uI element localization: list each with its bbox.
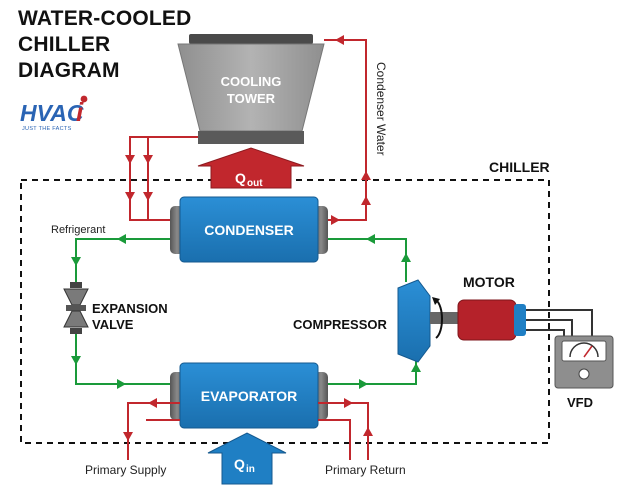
title-line-1: WATER-COOLED	[18, 7, 192, 30]
arrow-up-icon	[401, 253, 411, 262]
condenser: CONDENSER	[170, 196, 328, 263]
logo-dot-icon	[80, 95, 88, 103]
primary-return-label: Primary Return	[325, 463, 406, 477]
arrow-up-icon	[361, 171, 371, 180]
condenser-label: CONDENSER	[204, 222, 293, 238]
arrow-down-icon	[125, 192, 135, 201]
rotation-arrowhead-icon	[432, 297, 440, 305]
diagram-title: WATER-COOLED CHILLER DIAGRAM	[18, 6, 192, 84]
logo-letter-i: i	[76, 97, 84, 127]
rotation-arrow-icon	[435, 299, 443, 339]
cooling-tower-fan-cap	[189, 34, 313, 44]
logo-text: HVAC	[20, 100, 84, 126]
compressor-label: COMPRESSOR	[293, 317, 388, 332]
vfd-wire-2	[526, 319, 573, 336]
arrow-down-icon	[125, 155, 135, 164]
arrow-down-icon	[123, 432, 133, 441]
compressor: COMPRESSOR	[293, 279, 460, 363]
refrigerant-arrows	[71, 234, 421, 389]
arrow-left-icon	[366, 234, 375, 244]
vfd-gauge-icon	[569, 342, 599, 358]
expansion-valve-label-2: VALVE	[92, 317, 134, 332]
arrow-down-icon	[71, 257, 81, 266]
valve-to-evaporator-line	[75, 334, 180, 385]
arrow-down-icon	[143, 192, 153, 201]
primary-water-arrows	[123, 398, 373, 441]
vfd-wire-1	[526, 309, 593, 336]
expansion-valve: EXPANSION VALVE	[63, 282, 168, 334]
q-out-arrow: Q out	[197, 147, 305, 189]
arrow-down-icon	[143, 155, 153, 164]
cooling-tower: COOLING TOWER	[177, 34, 325, 144]
hvaci-logo: HVAC i JUST THE FACTS	[20, 95, 88, 132]
evaporator-label: EVAPORATOR	[201, 388, 297, 404]
refrigerant-loop	[75, 238, 417, 385]
vfd: VFD	[554, 335, 614, 410]
condenser-to-valve-line	[75, 238, 180, 282]
q-out-subscript: out	[247, 178, 263, 189]
condenser-water-loop	[129, 39, 367, 221]
arrow-right-icon	[359, 379, 368, 389]
tower-to-condenser-pipe	[129, 136, 198, 221]
arrow-up-icon	[363, 427, 373, 436]
vfd-needle-icon	[583, 345, 593, 358]
condenser-water-arrows	[125, 35, 371, 225]
q-out-label: Q	[235, 170, 246, 186]
title-line-2: CHILLER	[18, 33, 111, 56]
valve-upper-cone	[63, 288, 89, 306]
evaporator-body	[179, 362, 319, 429]
motor-end-cap	[514, 304, 526, 336]
arrow-left-icon	[335, 35, 344, 45]
q-in-arrow-shape	[207, 432, 287, 485]
q-out-arrow-shape	[197, 147, 305, 189]
compressor-body	[397, 279, 431, 363]
condenser-body	[179, 196, 319, 263]
arrow-down-icon	[71, 356, 81, 365]
arrow-up-icon	[361, 196, 371, 205]
vfd-knob-icon	[578, 368, 590, 380]
q-in-label: Q	[234, 456, 245, 472]
arrow-right-icon	[117, 379, 126, 389]
cooling-tower-basin	[198, 131, 304, 144]
expansion-valve-label-1: EXPANSION	[92, 301, 168, 316]
vfd-gauge-panel	[561, 340, 607, 362]
logo-tagline: JUST THE FACTS	[22, 126, 72, 132]
title-line-3: DIAGRAM	[18, 59, 120, 82]
compressor-to-condenser-line	[318, 238, 407, 282]
motor-label: MOTOR	[463, 274, 515, 290]
cooling-tower-label-2: TOWER	[227, 91, 276, 106]
motor: MOTOR	[457, 274, 526, 341]
arrow-left-icon	[117, 234, 126, 244]
arrow-up-icon	[411, 363, 421, 372]
primary-supply-label: Primary Supply	[85, 463, 166, 477]
vfd-label: VFD	[567, 395, 593, 410]
compressor-shaft	[430, 312, 460, 324]
arrow-right-icon	[331, 215, 340, 225]
q-in-arrow: Q in	[207, 432, 287, 485]
arrow-left-icon	[148, 398, 157, 408]
refrigerant-label: Refrigerant	[51, 224, 105, 236]
condenser-water-label: Condenser Water	[374, 62, 388, 156]
motor-body	[457, 299, 517, 341]
condenser-to-tower-pipe	[318, 39, 367, 221]
q-in-subscript: in	[246, 464, 255, 475]
evaporator-to-compressor-line	[318, 360, 417, 385]
arrow-left-icon	[344, 398, 353, 408]
valve-body	[66, 305, 86, 311]
valve-bottom-flange	[70, 328, 82, 334]
valve-top-flange	[70, 282, 82, 288]
evaporator: EVAPORATOR	[170, 362, 328, 429]
primary-return-pipe	[318, 402, 369, 460]
valve-lower-cone	[63, 310, 89, 328]
chiller-label: CHILLER	[489, 159, 550, 175]
cooling-tower-label-1: COOLING	[221, 74, 282, 89]
